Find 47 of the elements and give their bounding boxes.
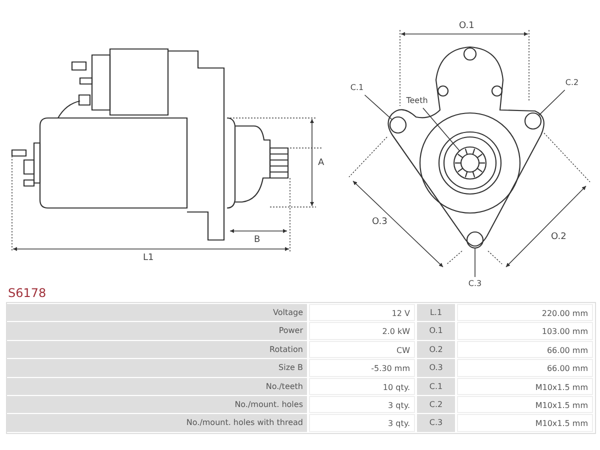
dimension-label: O.3 xyxy=(372,216,388,228)
spec-value: CW xyxy=(309,340,415,358)
pinion-gear-drawing xyxy=(453,146,487,180)
spec-label: No./mount. holes xyxy=(7,396,307,414)
spec-value: -5.30 mm xyxy=(309,359,415,377)
callout-label: C.2 xyxy=(563,77,581,89)
dimension-value: M10x1.5 mm xyxy=(457,378,593,395)
spec-label: Rotation xyxy=(7,340,307,358)
leader-line xyxy=(538,90,566,116)
spec-label: Voltage xyxy=(7,304,307,322)
dimension-value: 103.00 mm xyxy=(457,322,593,340)
spec-value: 2.0 kW xyxy=(309,322,415,340)
callout-label: Teeth xyxy=(404,95,430,107)
dimension-value: 66.00 mm xyxy=(457,359,593,377)
spec-value: 3 qty. xyxy=(309,414,415,432)
spec-label: Size B xyxy=(7,359,307,377)
dimension-value: M10x1.5 mm xyxy=(457,414,593,432)
dimension-code: C.3 xyxy=(417,414,455,432)
spec-value: 10 qty. xyxy=(309,378,415,395)
spec-value: 3 qty. xyxy=(309,396,415,414)
dimension-label: L1 xyxy=(143,252,154,264)
mounting-hole xyxy=(466,231,484,249)
callout-label: C.1 xyxy=(348,82,366,94)
leader-line xyxy=(364,94,392,120)
part-number-heading: S6178 xyxy=(8,286,46,300)
dimension-value: 66.00 mm xyxy=(457,340,593,358)
dimension-code: C.1 xyxy=(417,378,455,395)
leader-line xyxy=(474,248,476,278)
dimension-code: O.3 xyxy=(417,359,455,377)
dimension-value: M10x1.5 mm xyxy=(457,396,593,414)
dimension-code: O.1 xyxy=(417,322,455,340)
dimension-code: L.1 xyxy=(417,304,455,322)
dimension-label: B xyxy=(254,234,260,246)
dimension-value: 220.00 mm xyxy=(457,304,593,322)
spec-label: No./mount. holes with thread xyxy=(7,414,307,432)
mounting-hole xyxy=(524,112,542,130)
dimension-code: C.2 xyxy=(417,396,455,414)
dimension-label: O.1 xyxy=(459,20,474,32)
spec-value: 12 V xyxy=(309,304,415,322)
callout-label: C.3 xyxy=(466,278,484,290)
mounting-hole xyxy=(389,116,407,134)
dimension-code: O.2 xyxy=(417,340,455,358)
spec-label: No./teeth xyxy=(7,378,307,395)
leader-line xyxy=(422,108,460,152)
spec-label: Power xyxy=(7,322,307,340)
dimension-label: O.2 xyxy=(551,231,566,243)
dimension-label: A xyxy=(318,157,324,169)
